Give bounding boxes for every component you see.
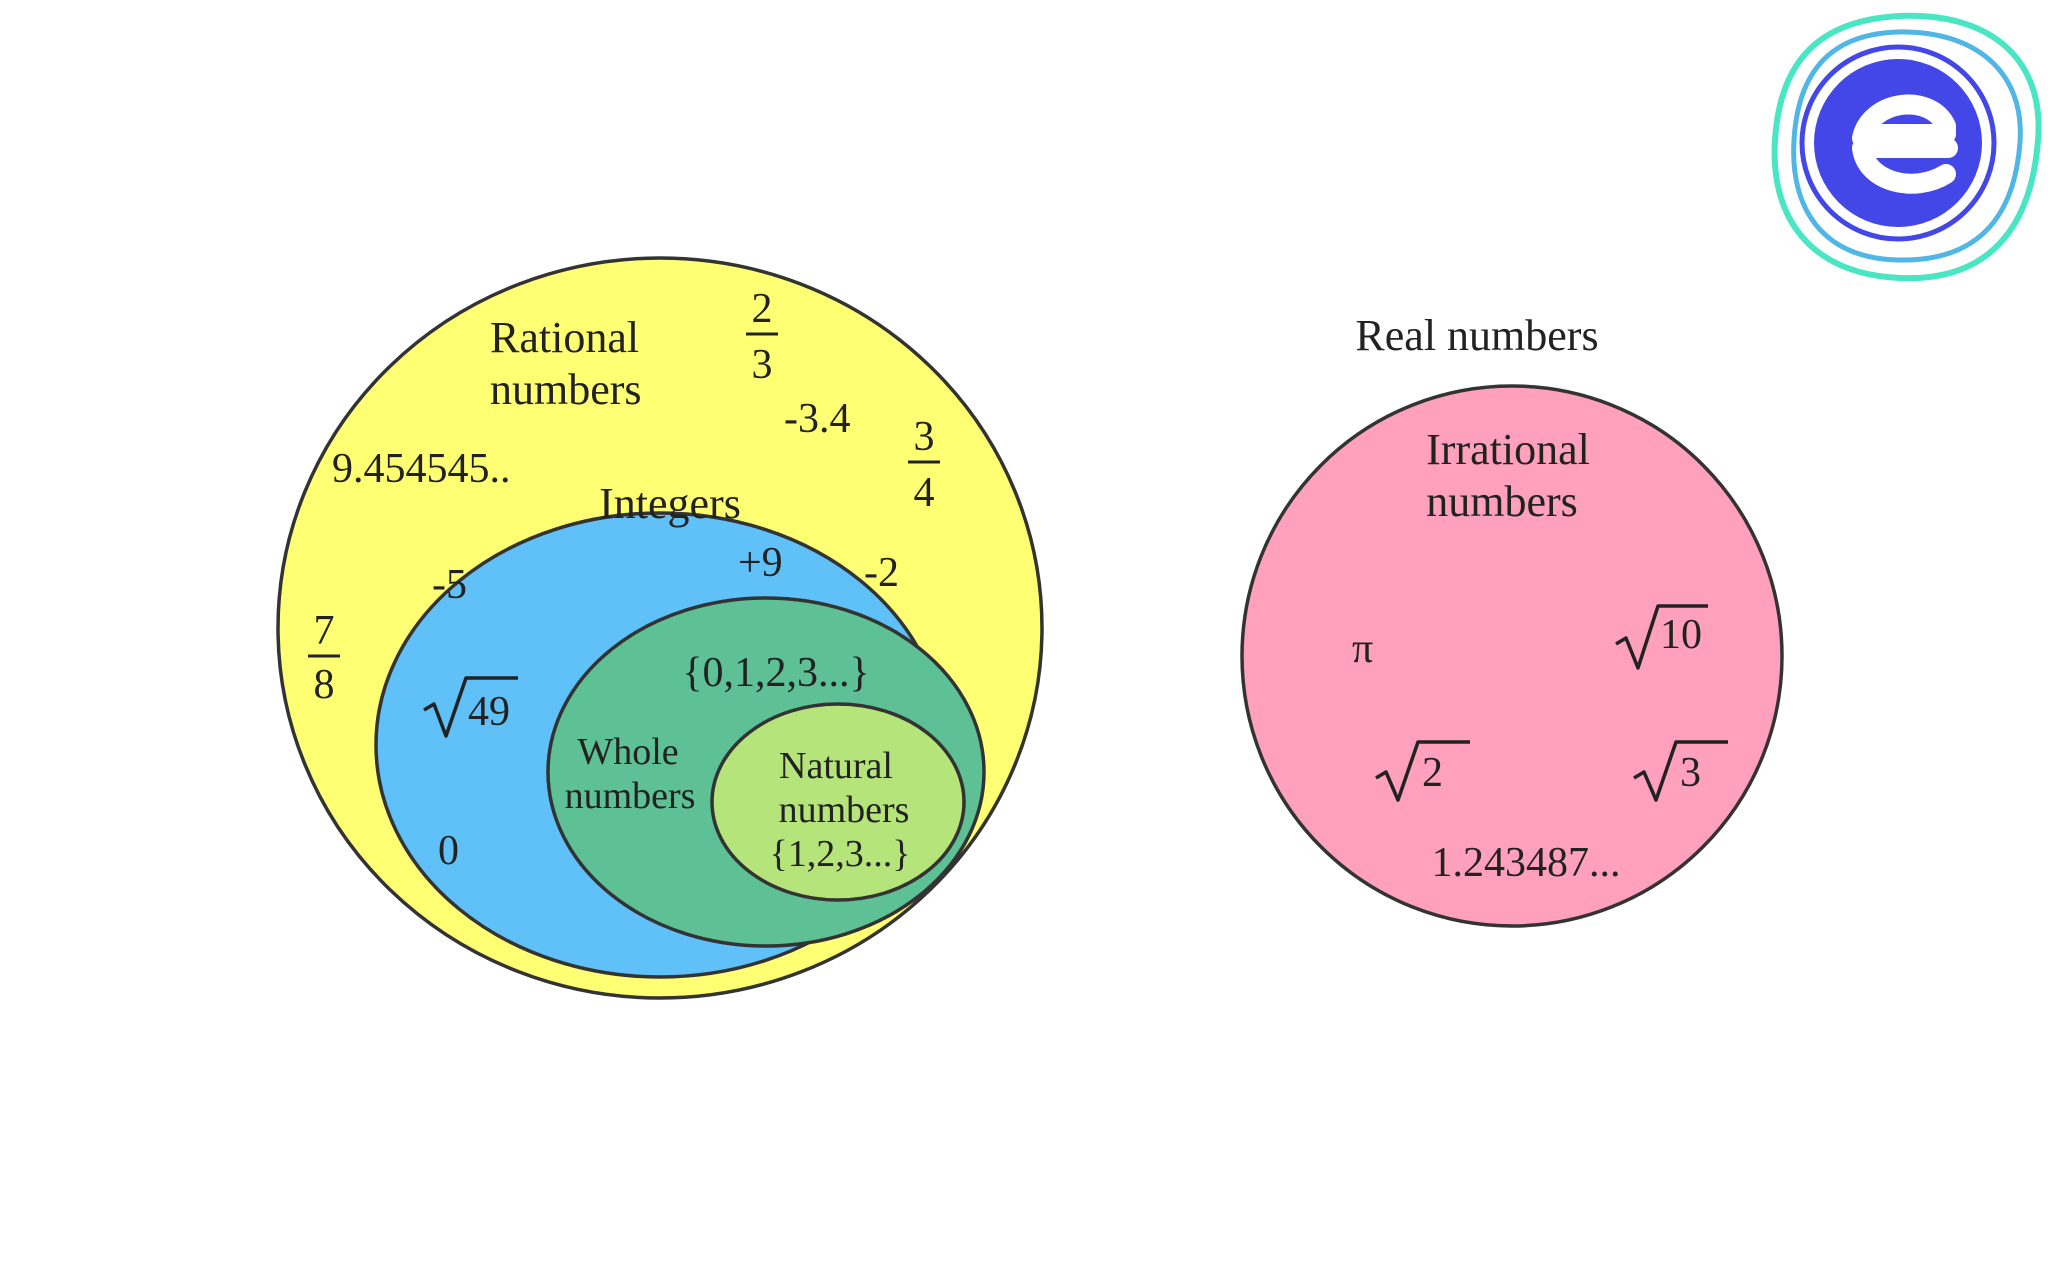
two-thirds-fraction: 2 3 xyxy=(746,286,778,388)
logo-outer-ring xyxy=(1771,12,2042,282)
neg-3-4-value: -3.4 xyxy=(784,396,851,442)
sqrt2-symbol xyxy=(1375,740,1470,802)
sqrt10-symbol xyxy=(1615,604,1708,670)
neg5-value: -5 xyxy=(432,562,467,608)
logo-mid-ring xyxy=(1791,29,2023,263)
sqrt49-radicand: 49 xyxy=(468,689,510,735)
e-logo-icon xyxy=(1852,94,1958,194)
whole-label-line2: numbers xyxy=(565,775,696,817)
real-numbers-title: Real numbers xyxy=(1355,311,1598,360)
sqrt3-radical: 3 xyxy=(1633,740,1728,802)
sqrt49-symbol xyxy=(423,676,518,738)
irrational-label-line1: Irrational xyxy=(1426,425,1590,474)
sqrt3-symbol xyxy=(1633,740,1728,802)
pi-value: π xyxy=(1352,626,1373,672)
sqrt3-radicand: 3 xyxy=(1680,750,1701,796)
seven-eighths-numerator: 7 xyxy=(314,608,335,654)
two-thirds-denominator: 3 xyxy=(752,342,773,388)
repeating-decimal-value: 9.454545.. xyxy=(332,446,511,492)
rational-label-line2: numbers xyxy=(490,365,642,414)
sqrt10-radicand: 10 xyxy=(1660,612,1702,658)
natural-label-line2: numbers xyxy=(779,789,910,831)
sqrt2-radical: 2 xyxy=(1375,740,1470,802)
rational-label-line1: Rational xyxy=(490,313,639,362)
logo-inner-ring xyxy=(1799,44,1997,242)
sqrt2-radicand: 2 xyxy=(1422,750,1443,796)
plus9-value: +9 xyxy=(738,540,783,586)
logo xyxy=(1771,12,2042,282)
whole-set-notation: {0,1,2,3...} xyxy=(682,650,869,696)
natural-set-notation: {1,2,3...} xyxy=(770,833,911,875)
zero-value: 0 xyxy=(438,828,459,874)
irrational-numbers-set: Irrational numbers π 10 2 3 1.243487... xyxy=(1240,384,1784,928)
natural-numbers-set: Natural numbers {1,2,3...} xyxy=(710,702,966,902)
natural-label-line1: Natural xyxy=(779,745,893,787)
three-fourths-numerator: 3 xyxy=(914,414,935,460)
three-fourths-denominator: 4 xyxy=(914,470,935,516)
neg2-value: -2 xyxy=(864,550,899,596)
seven-eighths-denominator: 8 xyxy=(314,662,335,708)
integers-label: Integers xyxy=(599,479,741,528)
irrational-circle xyxy=(1240,384,1784,928)
whole-label-line1: Whole xyxy=(577,731,678,773)
three-fourths-fraction: 3 4 xyxy=(908,414,940,516)
two-thirds-numerator: 2 xyxy=(752,286,773,332)
seven-eighths-fraction: 7 8 xyxy=(308,608,340,708)
irrational-decimal-value: 1.243487... xyxy=(1432,840,1621,886)
natural-ellipse xyxy=(710,702,966,902)
sqrt10-radical: 10 xyxy=(1615,604,1708,670)
irrational-label-line2: numbers xyxy=(1426,477,1578,526)
sqrt49-radical: 49 xyxy=(423,676,518,738)
